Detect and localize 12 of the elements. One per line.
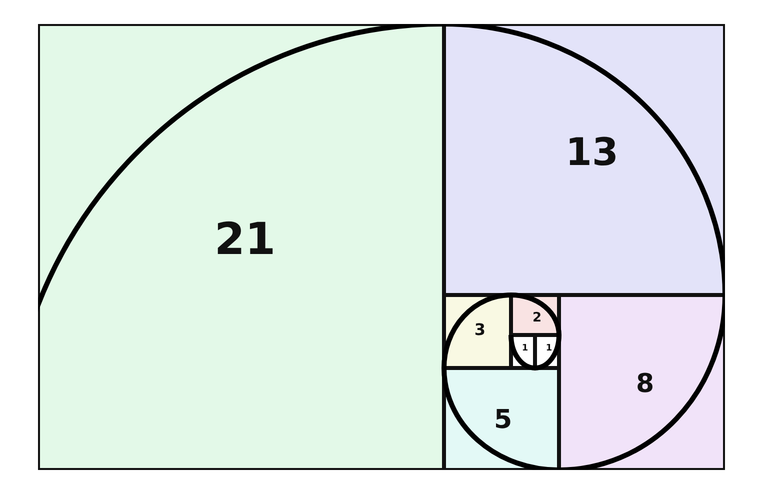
square	[444, 368, 559, 470]
square-number: 1	[522, 344, 528, 354]
square-number: 8	[636, 371, 654, 397]
square	[444, 24, 725, 295]
square-number: 1	[546, 344, 552, 354]
square-number: 13	[566, 133, 618, 171]
square-number: 21	[214, 218, 276, 262]
square	[559, 295, 725, 470]
square-number: 2	[532, 312, 542, 324]
square-number: 3	[474, 322, 486, 338]
square	[38, 24, 444, 470]
square-number: 5	[494, 407, 512, 433]
